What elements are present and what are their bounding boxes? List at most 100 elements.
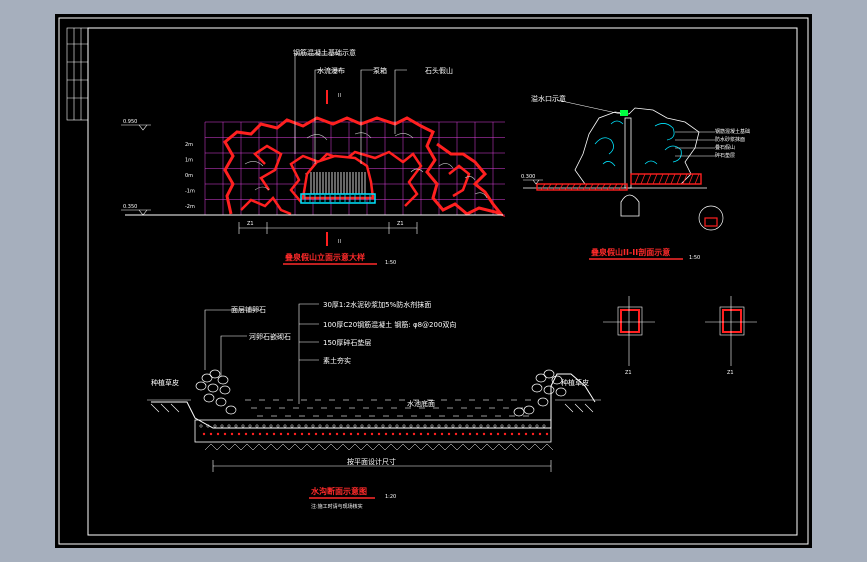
soil-hatch	[408, 443, 422, 451]
slab-aggregate-red	[223, 432, 227, 436]
soil-hatch	[336, 443, 350, 451]
side-section-title: 叠泉假山II-II剖面示意	[591, 247, 670, 257]
side-hatch-line	[558, 183, 564, 191]
slab-aggregate	[290, 424, 294, 428]
pebble	[523, 405, 535, 415]
pebble	[535, 373, 547, 383]
water-basin	[300, 193, 376, 204]
pebble	[225, 405, 237, 415]
elevation-leaders	[294, 53, 407, 164]
slab-aggregate	[339, 424, 343, 428]
callout-rockery: 石头假山	[425, 66, 453, 75]
side-hatch-line	[658, 173, 664, 185]
pebble	[543, 385, 555, 395]
slab-aggregate	[325, 424, 329, 428]
slab-aggregate	[535, 424, 539, 428]
level-marker-bottom: 0.350	[121, 204, 151, 216]
slab-aggregate-red	[314, 432, 318, 436]
side-foundation-hatch	[540, 173, 700, 191]
slab-aggregate-red	[391, 432, 395, 436]
slab-aggregate	[486, 424, 490, 428]
slab-aggregate	[430, 424, 434, 428]
soil-hatch	[252, 443, 266, 451]
side-detail-circle	[698, 205, 724, 231]
slab-aggregate-red	[447, 432, 451, 436]
slab-aggregate	[374, 424, 378, 428]
soil-hatch	[216, 443, 230, 451]
soil-hatch	[468, 443, 482, 451]
dim-right-label: Z1	[397, 221, 404, 227]
slab-aggregate-red	[244, 432, 248, 436]
slab-aggregate-red	[335, 432, 339, 436]
height-mark-label: 0m	[185, 173, 193, 179]
slab-aggregate-red	[216, 432, 220, 436]
slab-aggregate	[276, 424, 280, 428]
slab-aggregate-red	[496, 432, 500, 436]
pebble	[513, 407, 525, 417]
slab-aggregate-red	[300, 432, 304, 436]
waterfall-lines	[310, 172, 366, 194]
side-hatch-line	[688, 173, 694, 185]
soil-hatch	[276, 443, 290, 451]
side-hatch-line	[694, 173, 700, 185]
slab-aggregate-red	[405, 432, 409, 436]
side-level-marker: 0.300	[521, 174, 543, 185]
side-ground	[523, 173, 707, 217]
side-hatch-line	[600, 183, 606, 191]
pebble	[217, 375, 229, 385]
soil-hatch	[540, 443, 554, 451]
callout-waterfall: 水流瀑布	[317, 66, 345, 75]
slab-aggregate	[206, 424, 210, 428]
elevation-title: 叠泉假山立面示意大样	[285, 252, 365, 262]
slab-aggregate	[318, 424, 322, 428]
slab-aggregate-red	[384, 432, 388, 436]
pebble	[201, 373, 213, 383]
soil-hatch	[420, 443, 434, 451]
soil-hatch	[504, 443, 518, 451]
slab-aggregate	[248, 424, 252, 428]
soil-hatch	[264, 443, 278, 451]
slab-aggregate-red	[398, 432, 402, 436]
slab-aggregate	[388, 424, 392, 428]
section-mark-top: II	[326, 90, 341, 104]
height-mark-label: -1m	[185, 189, 195, 195]
height-mark-label: -2m	[185, 204, 195, 210]
side-hatch-line	[606, 183, 612, 191]
slab-aggregate	[423, 424, 427, 428]
pebble	[215, 397, 227, 407]
callout-foundation: 钢筋混凝土基础示意	[293, 48, 356, 57]
pebble-edging	[195, 369, 567, 417]
side-hatch-line	[670, 173, 676, 185]
side-hatch-line	[582, 183, 588, 191]
slab-aggregate-red	[461, 432, 465, 436]
soil-hatch	[372, 443, 386, 451]
slab-aggregate	[458, 424, 462, 428]
slab-aggregate-red	[349, 432, 353, 436]
slab-aggregate-red	[468, 432, 472, 436]
slab-aggregate-red	[489, 432, 493, 436]
label-layer-3: 150厚碎石垫层	[323, 338, 371, 347]
label-water-bottom: 水池底面	[407, 399, 435, 408]
slab-aggregate	[514, 424, 518, 428]
elevation-scale: 1:50	[385, 260, 396, 266]
slab-aggregate	[409, 424, 413, 428]
side-hatch-line	[594, 183, 600, 191]
slab-aggregate-red	[517, 432, 521, 436]
slab-aggregate	[199, 424, 203, 428]
height-mark-label: 2m	[185, 142, 193, 148]
dim-left-label: Z1	[247, 221, 254, 227]
soil-hatch	[348, 443, 362, 451]
column-z1-label: Z1	[625, 370, 632, 376]
slab-aggregate	[304, 424, 308, 428]
slab-aggregate-red	[279, 432, 283, 436]
section-label-bottom: II	[338, 239, 341, 245]
slab-aggregate	[472, 424, 476, 428]
slab-aggregate-red	[538, 432, 542, 436]
section-label-top: II	[338, 93, 341, 99]
soil-hatch	[288, 443, 302, 451]
slab-aggregate	[521, 424, 525, 428]
slab-aggregate	[402, 424, 406, 428]
grass-left	[147, 399, 191, 413]
slab-aggregate	[416, 424, 420, 428]
